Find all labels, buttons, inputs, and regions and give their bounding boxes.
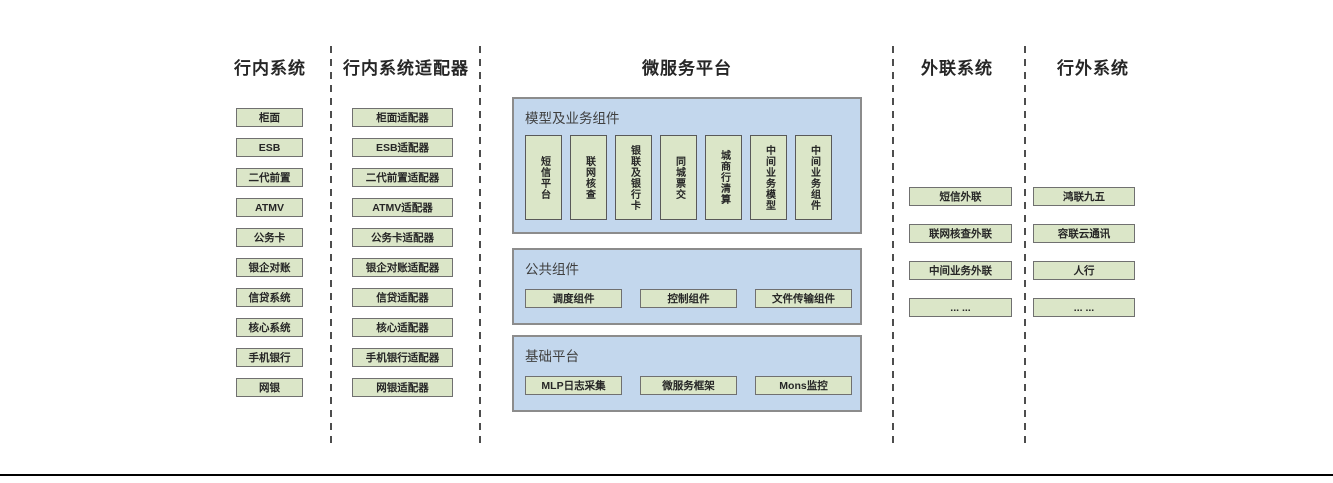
column-title-internal-systems: 行内系统 [234,59,306,78]
component-box: 调度组件 [525,289,622,308]
system-box: 容联云通讯 [1033,224,1135,243]
component-box: 城商行清算 [705,135,742,220]
system-box: 公务卡 [236,228,303,247]
component-box: 中间业务模型 [750,135,787,220]
panel-label: 基础平台 [525,349,579,364]
adapter-box: ESB适配器 [352,138,453,157]
component-box: 文件传输组件 [755,289,852,308]
adapter-box: 手机银行适配器 [352,348,453,367]
system-box: ESB [236,138,303,157]
system-box: ATMV [236,198,303,217]
column-divider-4 [1024,46,1026,443]
component-box: 控制组件 [640,289,737,308]
system-box: 手机银行 [236,348,303,367]
system-box: 核心系统 [236,318,303,337]
column-title-internal-adapters: 行内系统适配器 [343,59,469,78]
column-title-external-link-systems: 外联系统 [921,59,993,78]
adapter-box: 银企对账适配器 [352,258,453,277]
component-box: 微服务框架 [640,376,737,395]
panel-base-platform: 基础平台 MLP日志采集 微服务框架 Mons监控 [512,335,862,412]
system-box: 中间业务外联 [909,261,1012,280]
panel-label: 模型及业务组件 [525,111,620,126]
component-box: Mons监控 [755,376,852,395]
panel-label: 公共组件 [525,262,579,277]
external-link-systems-list: 短信外联 联网核查外联 中间业务外联 ... ... [909,187,1012,317]
system-box: 柜面 [236,108,303,127]
system-box: 信贷系统 [236,288,303,307]
system-box: 二代前置 [236,168,303,187]
panel-common-components: 公共组件 调度组件 控制组件 文件传输组件 [512,248,862,325]
column-title-microservice-platform: 微服务平台 [642,59,732,78]
internal-systems-list: 柜面 ESB 二代前置 ATMV 公务卡 银企对账 信贷系统 核心系统 手机银行… [236,108,303,397]
adapter-box: ATMV适配器 [352,198,453,217]
system-box: ... ... [1033,298,1135,317]
adapter-box: 网银适配器 [352,378,453,397]
column-divider-1 [330,46,332,443]
adapter-box: 柜面适配器 [352,108,453,127]
adapter-box: 公务卡适配器 [352,228,453,247]
adapter-box: 信贷适配器 [352,288,453,307]
base-platform-row: MLP日志采集 微服务框架 Mons监控 [525,376,852,395]
column-title-outside-systems: 行外系统 [1057,59,1129,78]
system-box: 人行 [1033,261,1135,280]
common-components-row: 调度组件 控制组件 文件传输组件 [525,289,852,308]
component-box: 联网核查 [570,135,607,220]
component-box: MLP日志采集 [525,376,622,395]
system-box: ... ... [909,298,1012,317]
internal-adapters-list: 柜面适配器 ESB适配器 二代前置适配器 ATMV适配器 公务卡适配器 银企对账… [352,108,453,397]
adapter-box: 核心适配器 [352,318,453,337]
outside-systems-list: 鸿联九五 容联云通讯 人行 ... ... [1033,187,1135,317]
system-box: 联网核查外联 [909,224,1012,243]
model-components-row: 短信平台 联网核查 银联及银行卡 同城票交 城商行清算 中间业务模型 中间业务组… [525,135,832,220]
system-box: 鸿联九五 [1033,187,1135,206]
component-box: 同城票交 [660,135,697,220]
system-box: 短信外联 [909,187,1012,206]
component-box: 银联及银行卡 [615,135,652,220]
component-box: 短信平台 [525,135,562,220]
column-divider-3 [892,46,894,443]
adapter-box: 二代前置适配器 [352,168,453,187]
component-box: 中间业务组件 [795,135,832,220]
bottom-rule [0,474,1333,476]
system-box: 银企对账 [236,258,303,277]
column-divider-2 [479,46,481,443]
panel-model-business-components: 模型及业务组件 短信平台 联网核查 银联及银行卡 同城票交 城商行清算 中间业务… [512,97,862,234]
system-box: 网银 [236,378,303,397]
